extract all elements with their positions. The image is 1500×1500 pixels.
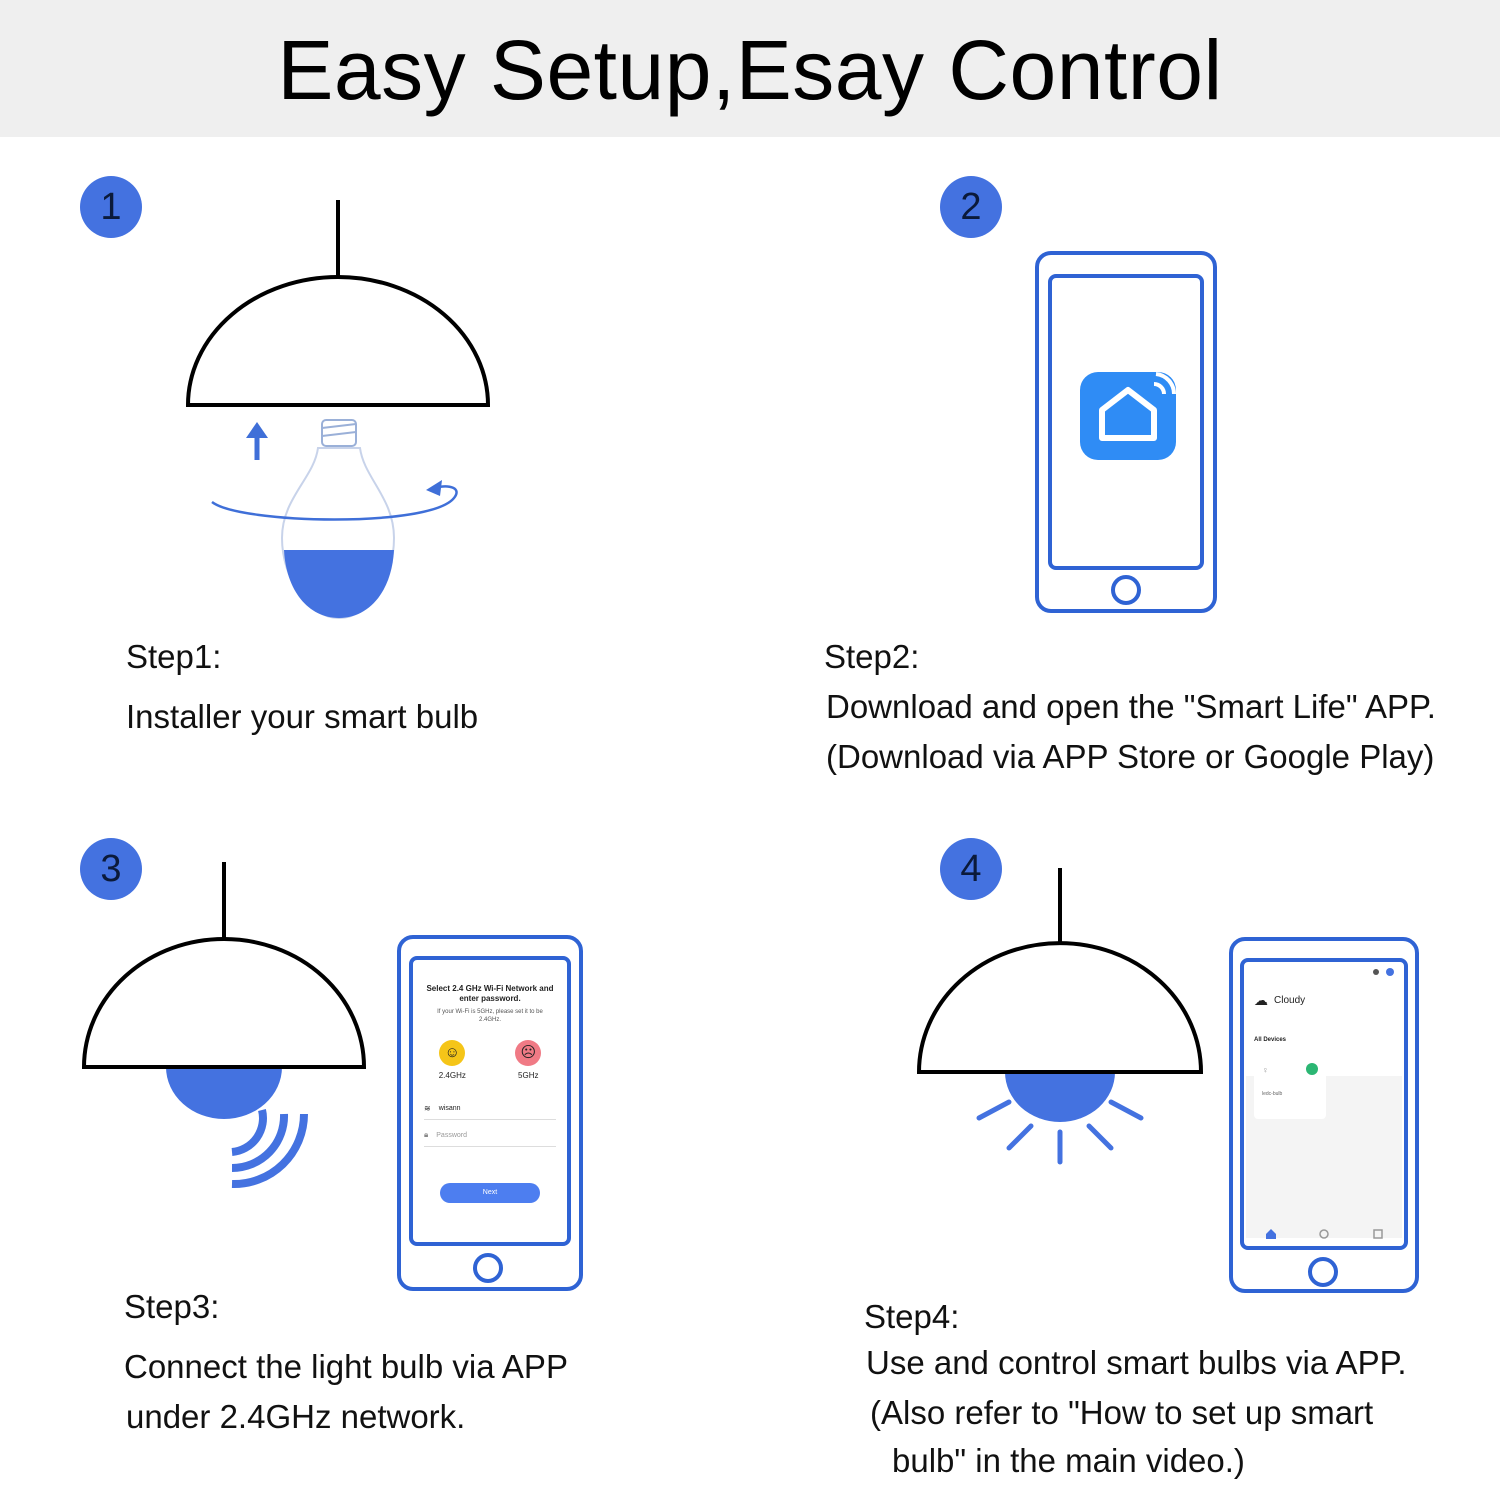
bottom-nav [1266,1229,1383,1239]
step-4-heading: Step4: [864,1298,960,1335]
step-3-lamp-illustration [81,862,367,1189]
rotate-arrow-icon [211,480,458,521]
step-4-lamp-illustration [916,868,1204,1165]
devices-section-label: All Devices [1254,1037,1287,1043]
step-2-heading: Step2: [824,638,920,675]
smart-life-app-icon [1080,372,1177,460]
step-3-phone-illustration: Select 2.4 GHz Wi-Fi Network and enter p… [397,935,583,1291]
step-2-line-1: Download and open the "Smart Life" APP. [826,688,1436,725]
step-2-phone-illustration [1035,251,1217,613]
step-3-line-2: under 2.4GHz network. [126,1398,466,1435]
light-rays-icon [976,1099,1144,1165]
step-2-line-2: (Download via APP Store or Google Play) [826,738,1435,775]
sad-face-icon: ☹ [515,1040,542,1066]
wifi-icon: ≋ [424,1104,431,1113]
wifi-name-field[interactable]: wisann [438,1105,461,1112]
wifi-select-heading: Select 2.4 GHz Wi-Fi Network and enter p… [426,984,554,1003]
weather-label: Cloudy [1274,995,1306,1006]
step-1-badge: 1 [80,176,142,238]
password-field[interactable]: Password [436,1131,467,1139]
step-3-line-1: Connect the light bulb via APP [124,1348,568,1385]
step-1-lamp-illustration [185,200,491,620]
wireless-signal-icon [231,1109,308,1189]
step-2-badge: 2 [940,176,1002,238]
step-4-line-1: Use and control smart bulbs via APP. [866,1344,1407,1381]
band-2-4ghz-label: 2.4GHz [438,1071,466,1080]
lock-icon: 🔒︎ [424,1130,429,1139]
happy-face-icon: ☺ [439,1040,466,1066]
cloud-weather-icon: ☁ [1254,992,1268,1008]
page-title: Easy Setup,Esay Control [277,23,1223,117]
power-toggle-icon[interactable] [1306,1063,1318,1075]
step-3-badge: 3 [80,838,142,900]
home-tab-icon [1266,1229,1276,1239]
step-3-heading: Step3: [124,1288,220,1325]
band-5ghz-label: 5GHz [518,1071,539,1080]
step-1-line-1: Installer your smart bulb [126,698,479,735]
step-4-line-3: bulb" in the main video.) [892,1442,1245,1479]
device-name-label: ledc-bulb [1262,1091,1283,1097]
wifi-5ghz-note: If your Wi-Fi is 5GHz, please set it to … [437,1009,543,1023]
step-4-line-2: (Also refer to "How to set up smart [870,1394,1374,1431]
step-1-heading: Step1: [126,638,222,675]
up-arrow-icon [246,422,268,460]
scene-tab-icon [1319,1229,1329,1239]
step-4-phone-illustration: ☁ Cloudy All Devices ♀ ledc-bulb [1229,937,1419,1293]
bulb-icon [280,419,396,620]
next-button[interactable]: Next [440,1183,540,1203]
header-banner: Easy Setup,Esay Control [0,0,1500,137]
profile-tab-icon [1373,1229,1383,1239]
device-bulb-icon: ♀ [1262,1065,1269,1075]
step-4-badge: 4 [940,838,1002,900]
device-card[interactable]: ♀ ledc-bulb [1254,1055,1326,1119]
